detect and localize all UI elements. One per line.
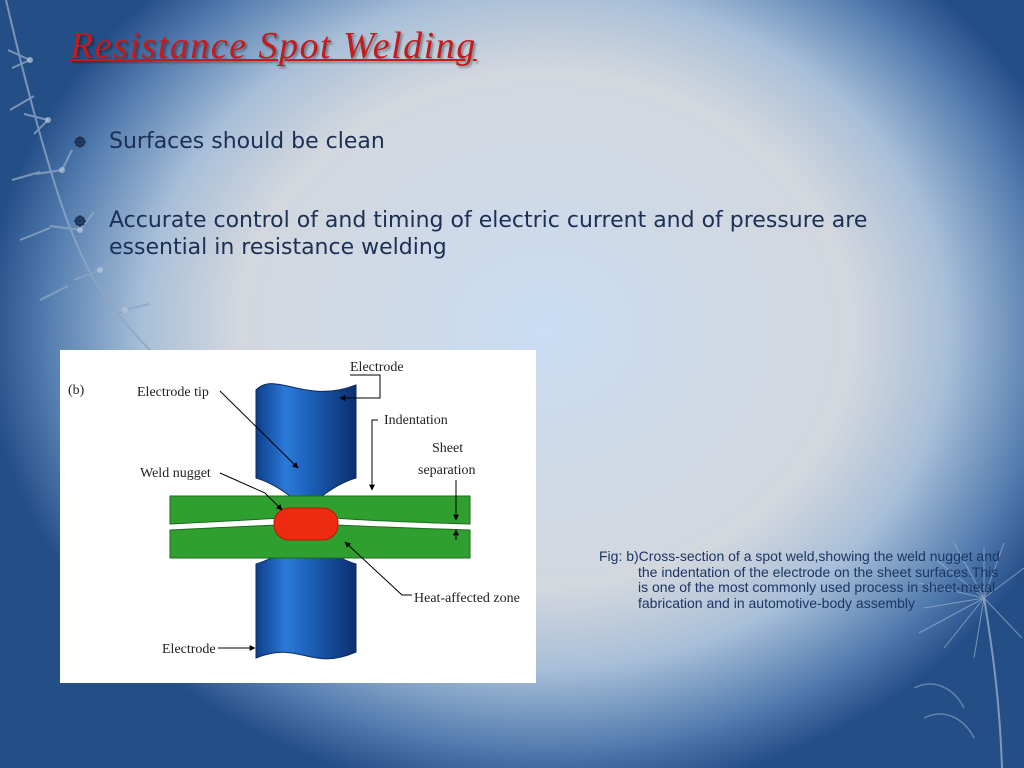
panel-label: (b) <box>68 383 85 398</box>
spot-weld-diagram: (b) Electrode Electrode tip Indentation … <box>68 360 520 660</box>
leader-indentation <box>369 419 378 491</box>
leader-weld-nugget <box>219 472 283 511</box>
leader-electrode-top <box>339 374 381 401</box>
leader-haz <box>344 541 412 596</box>
label-sheet: Sheet <box>432 441 463 456</box>
bullet-text: Accurate control of and timing of electr… <box>109 208 868 260</box>
label-electrode-top: Electrode <box>350 360 404 375</box>
figure-caption: Fig: b)Cross-section of a spot weld,show… <box>599 548 1000 611</box>
upper-electrode <box>255 383 357 497</box>
bullet-item: Surfaces should be clean <box>74 128 894 155</box>
flower-bullet-icon <box>74 136 86 148</box>
flower-bullet-icon <box>74 215 86 227</box>
label-indentation: Indentation <box>384 413 448 428</box>
label-separation: separation <box>418 463 476 478</box>
spot-weld-figure: (b) Electrode Electrode tip Indentation … <box>60 350 536 683</box>
bullet-item: Accurate control of and timing of electr… <box>74 207 894 261</box>
label-weld-nugget: Weld nugget <box>140 466 211 481</box>
slide-title: Resistance Spot Welding <box>70 25 477 67</box>
leader-electrode-tip <box>219 390 299 469</box>
lower-electrode <box>255 545 357 660</box>
label-electrode-tip: Electrode tip <box>137 385 209 400</box>
bullet-list: Surfaces should be clean Accurate contro… <box>74 128 894 261</box>
label-electrode-bottom: Electrode <box>162 642 216 657</box>
bullet-text: Surfaces should be clean <box>109 129 385 154</box>
label-heat-affected-zone: Heat-affected zone <box>414 591 520 606</box>
weld-nugget <box>273 507 339 541</box>
